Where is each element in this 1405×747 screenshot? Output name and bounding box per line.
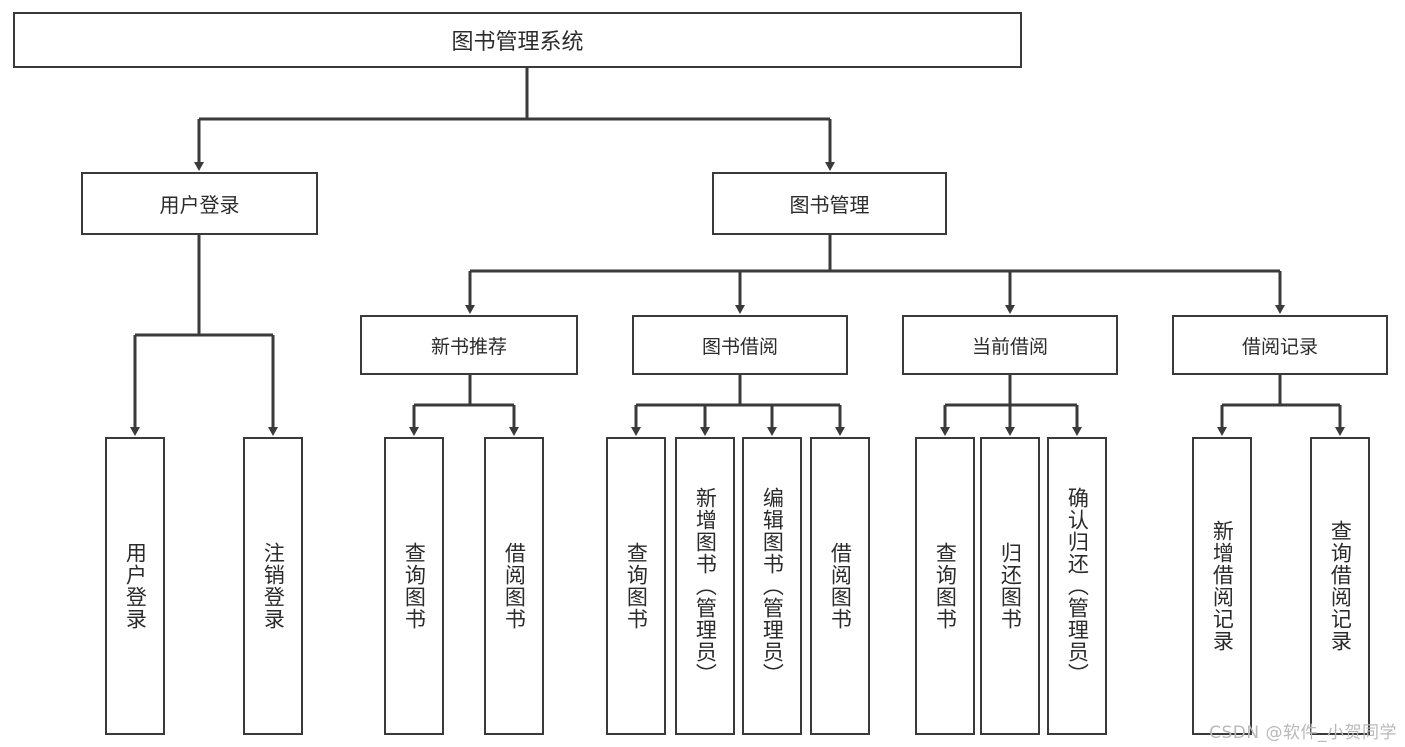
- leaf-edit-book-admin[interactable]: 编辑图书（管理员）: [742, 437, 802, 735]
- node-new-book-recommend[interactable]: 新书推荐: [360, 315, 578, 375]
- leaf-confirm-return-admin-label: 确认归还（管理员）: [1065, 487, 1090, 685]
- leaf-add-book-admin[interactable]: 新增图书（管理员）: [675, 437, 735, 735]
- leaf-add-borrow-record[interactable]: 新增借阅记录: [1192, 437, 1252, 735]
- leaf-add-book-admin-label: 新增图书（管理员）: [693, 487, 718, 685]
- node-user-login-label: 用户登录: [159, 193, 240, 217]
- leaf-confirm-return-admin[interactable]: 确认归还（管理员）: [1047, 437, 1107, 735]
- leaf-user-login[interactable]: 用户登录: [105, 437, 165, 735]
- node-root-label: 图书管理系统: [451, 30, 584, 55]
- leaf-borrow-book-recommend[interactable]: 借阅图书: [484, 437, 544, 735]
- node-book-borrow[interactable]: 图书借阅: [632, 315, 848, 375]
- leaf-return-book-label: 归还图书: [998, 542, 1023, 630]
- leaf-query-book-recommend-label: 查询图书: [402, 542, 427, 630]
- node-book-management-label: 图书管理: [789, 193, 870, 217]
- leaf-borrow-book-label: 借阅图书: [828, 542, 853, 630]
- node-current-borrow-label: 当前借阅: [971, 335, 1048, 358]
- leaf-return-book[interactable]: 归还图书: [980, 437, 1040, 735]
- leaf-borrow-book[interactable]: 借阅图书: [810, 437, 870, 735]
- leaf-query-borrow-record-label: 查询借阅记录: [1328, 520, 1353, 652]
- leaf-edit-book-admin-label: 编辑图书（管理员）: [760, 487, 785, 685]
- leaf-query-book-recommend[interactable]: 查询图书: [384, 437, 444, 735]
- node-root[interactable]: 图书管理系统: [13, 12, 1022, 68]
- node-book-borrow-label: 图书借阅: [701, 335, 778, 358]
- leaf-borrow-book-recommend-label: 借阅图书: [502, 542, 527, 630]
- leaf-logout-label: 注销登录: [261, 542, 286, 630]
- node-borrow-record-label: 借阅记录: [1241, 335, 1318, 358]
- watermark: CSDN @软件_小贺同学: [1209, 723, 1397, 743]
- leaf-query-book-borrow[interactable]: 查询图书: [606, 437, 666, 735]
- node-new-book-recommend-label: 新书推荐: [430, 335, 507, 358]
- node-user-login[interactable]: 用户登录: [81, 172, 318, 235]
- leaf-query-borrow-record[interactable]: 查询借阅记录: [1310, 437, 1370, 735]
- leaf-query-book-borrow-label: 查询图书: [624, 542, 649, 630]
- node-borrow-record[interactable]: 借阅记录: [1172, 315, 1388, 375]
- leaf-query-book-current-label: 查询图书: [933, 542, 958, 630]
- leaf-query-book-current[interactable]: 查询图书: [915, 437, 975, 735]
- leaf-add-borrow-record-label: 新增借阅记录: [1210, 520, 1235, 652]
- node-current-borrow[interactable]: 当前借阅: [902, 315, 1118, 375]
- leaf-user-login-label: 用户登录: [123, 542, 148, 630]
- leaf-logout[interactable]: 注销登录: [243, 437, 303, 735]
- node-book-management[interactable]: 图书管理: [712, 172, 947, 235]
